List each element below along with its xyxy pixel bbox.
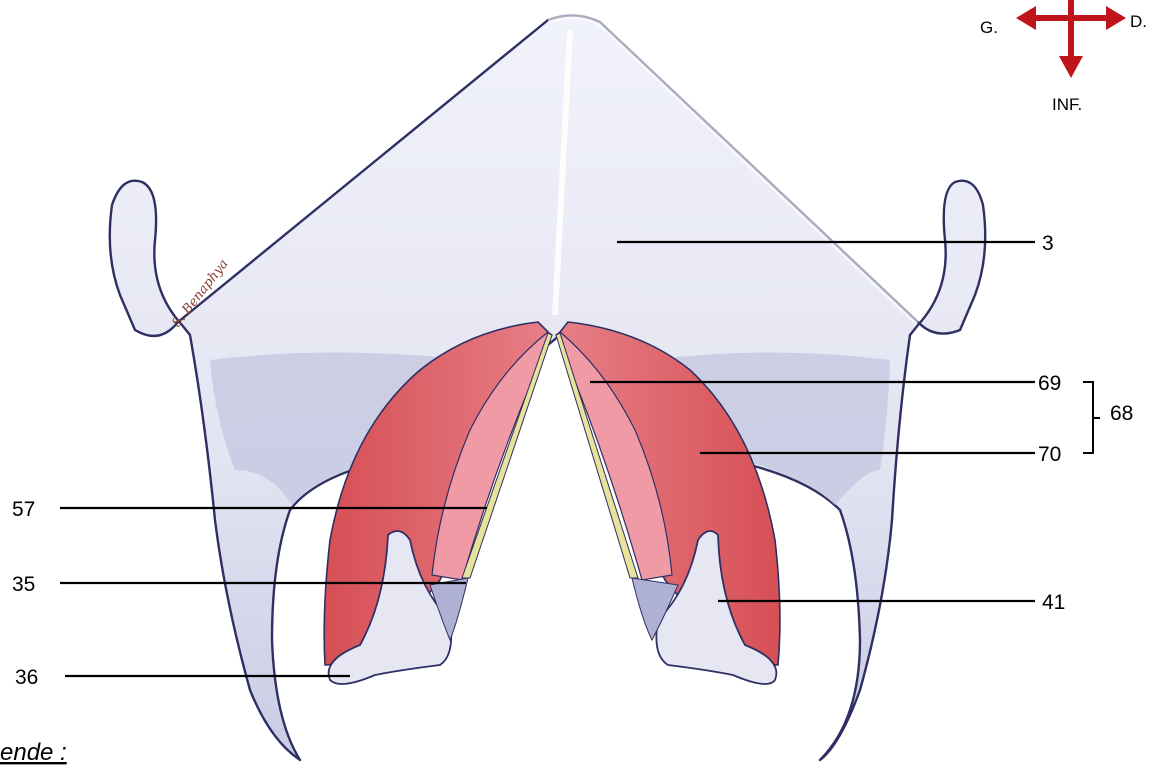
label-57: 57 bbox=[12, 498, 35, 521]
arrow-left-icon bbox=[1016, 6, 1036, 30]
orientation-arrows bbox=[1016, 0, 1126, 78]
arrow-down-icon bbox=[1059, 56, 1083, 78]
label-35: 35 bbox=[12, 573, 35, 596]
label-68: 68 bbox=[1110, 402, 1133, 425]
arrow-right-icon bbox=[1106, 6, 1126, 30]
label-3: 3 bbox=[1042, 232, 1054, 255]
legend-heading: ende : bbox=[0, 739, 67, 766]
label-41: 41 bbox=[1042, 591, 1065, 614]
orientation-left-label: G. bbox=[980, 18, 998, 37]
label-36: 36 bbox=[15, 666, 38, 689]
label-70: 70 bbox=[1038, 443, 1061, 466]
orientation-down-label: INF. bbox=[1052, 95, 1082, 114]
bracket-68 bbox=[1083, 382, 1100, 453]
label-69: 69 bbox=[1038, 372, 1061, 395]
orientation-right-label: D. bbox=[1130, 12, 1147, 31]
